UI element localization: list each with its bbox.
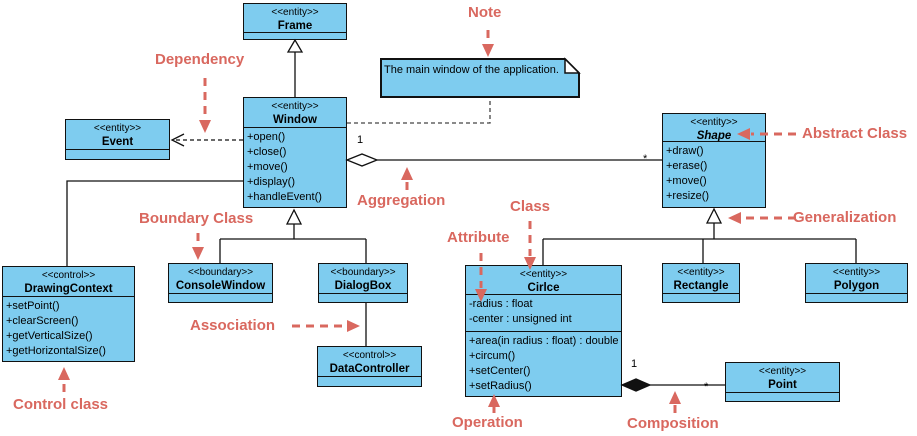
class-rectangle[interactable]: <<entity>> Rectangle [662,263,740,303]
operations-compartment: +setPoint() +clearScreen() +getVerticalS… [3,296,134,361]
note-text: The main window of the application. [384,64,559,76]
class-name: Polygon [833,280,880,292]
attributes-compartment [318,376,421,386]
stereotype: <<boundary>> [330,267,396,278]
attributes-compartment [319,293,407,302]
class-name: Event [101,136,134,148]
aggregation-window-shape [345,153,662,167]
stereotype: <<control>> [342,350,397,361]
class-point[interactable]: <<entity>> Point [725,362,840,402]
label-composition: Composition [627,415,719,432]
attributes-compartment [663,293,739,302]
attribute: -center : unsigned int [469,313,572,325]
class-shape[interactable]: <<entity>> Shape +draw() +erase() +move(… [662,113,766,208]
attribute: -radius : float [469,298,533,310]
label-abstract-class: Abstract Class [802,125,908,142]
operation: +setPoint() [6,300,60,312]
operation: +setRadius() [469,380,532,392]
attributes-compartment [726,392,839,401]
label-dependency: Dependency [155,51,245,68]
class-frame[interactable]: <<entity>> Frame [243,3,347,40]
class-polygon[interactable]: <<entity>> Polygon [805,263,908,303]
attributes-compartment: -radius : float -center : unsigned int [466,294,621,331]
class-name: Window [273,114,317,126]
multiplicity-aggregation-one: 1 [357,134,364,146]
operation: +circum() [469,350,516,362]
label-attribute: Attribute [447,229,510,246]
label-generalization: Generalization [793,209,897,226]
operations-compartment: +open() +close() +move() +display() +han… [244,127,346,207]
class-dialogbox[interactable]: <<boundary>> DialogBox [318,263,408,303]
operation: +handleEvent() [247,191,322,203]
operation: +draw() [666,145,704,157]
attributes-compartment [806,293,907,302]
label-control-class: Control class [13,396,109,413]
operations-compartment: +draw() +erase() +move() +resize() [663,141,765,207]
operation: +erase() [666,160,708,172]
class-name: Frame [277,20,313,32]
class-name: Point [768,379,797,391]
stereotype: <<entity>> [677,267,725,278]
class-name: Cirlce [527,282,560,294]
operations-compartment: +area(in radius : float) : double +circu… [466,331,621,396]
class-name: Rectangle [673,280,729,292]
multiplicity-composition-one: 1 [631,358,638,370]
stereotype: <<entity>> [271,7,319,18]
label-operation: Operation [452,414,523,431]
stereotype: <<entity>> [519,269,568,280]
dependency-window-event [170,133,243,147]
class-name: ConsoleWindow [175,280,266,292]
attributes-compartment [169,293,272,302]
class-circle[interactable]: <<entity>> Cirlce -radius : float -cente… [465,265,622,397]
label-association: Association [190,317,276,334]
class-name: DataController [329,363,410,375]
operation: +resize() [666,190,710,202]
attributes-compartment [66,149,169,159]
class-datacontroller[interactable]: <<control>> DataController [317,346,422,387]
operation: +display() [247,176,295,188]
operation: +move() [247,161,288,173]
label-class: Class [510,198,551,215]
composition-circle-point [620,378,725,392]
operation: +getHorizontalSize() [6,345,106,357]
operation: +area(in radius : float) : double [469,335,619,347]
stereotype: <<control>> [41,270,96,281]
class-consolewindow[interactable]: <<boundary>> ConsoleWindow [168,263,273,303]
note-anchor-line [347,98,491,124]
operation: +getVerticalSize() [6,330,93,342]
stereotype: <<entity>> [690,117,738,128]
operation: +open() [247,131,286,143]
class-drawingcontext[interactable]: <<control>> DrawingContext +setPoint() +… [2,266,135,362]
stereotype: <<boundary>> [187,267,254,278]
stereotype: <<entity>> [93,123,142,134]
operation: +close() [247,146,287,158]
operation: +setCenter() [469,365,531,377]
stereotype: <<entity>> [832,267,881,278]
operation: +move() [666,175,707,187]
class-window[interactable]: <<entity>> Window +open() +close() +move… [243,97,347,208]
stereotype: <<entity>> [758,366,807,377]
stereotype: <<entity>> [271,101,319,112]
class-name: Shape [696,130,732,142]
class-event[interactable]: <<entity>> Event [65,119,170,160]
class-name: DialogBox [334,280,392,292]
multiplicity-aggregation-many: * [643,153,648,165]
label-aggregation: Aggregation [357,192,446,209]
label-note: Note [468,4,502,21]
attributes-compartment [244,32,346,39]
generalization-window-frame [286,38,304,97]
class-name: DrawingContext [24,283,113,295]
multiplicity-composition-many: * [704,381,709,393]
label-boundary-class: Boundary Class [139,210,254,227]
operation: +clearScreen() [6,315,79,327]
